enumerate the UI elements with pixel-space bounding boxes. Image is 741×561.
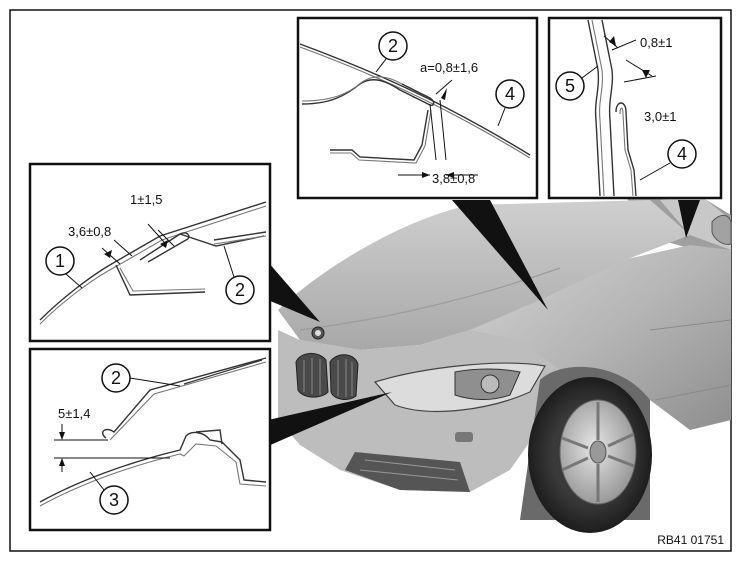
gap-dimension-top-right: 0,8±1 [640,35,672,50]
part-number-1: 1 [55,251,65,271]
offset-dimension-top-right: 3,0±1 [644,109,676,124]
gap-dimension-left-upper: 1±1,5 [130,192,162,207]
part-number-3: 3 [109,490,119,510]
part-number-2-lower: 2 [111,368,121,388]
detail-panel-left-lower: 2 3 5±1,4 [28,347,272,532]
gap-dimension-top-center: a=0,8±1,6 [420,60,478,75]
gap-dimension-left-lower: 5±1,4 [58,406,90,421]
detail-panel-top-right: 5 4 0,8±1 3,0±1 [547,16,723,200]
part-number-4-top: 4 [505,84,515,104]
offset-dimension-top-center: 3,8±0,8 [432,171,475,186]
detail-panel-left-upper: 1 2 1±1,5 3,6±0,8 [28,162,272,343]
car-illustration [278,190,732,533]
part-number-4-right: 4 [677,144,687,164]
detail-panel-top-center: 2 4 a=0,8±1,6 3,8±0,8 [296,16,539,200]
part-number-5: 5 [565,76,575,96]
part-number-2-top: 2 [388,36,398,56]
callout-pointers [268,200,700,446]
figure-reference: RB41 01751 [657,533,724,547]
offset-dimension-left-upper: 3,6±0,8 [68,224,111,239]
part-number-2-left: 2 [235,280,245,300]
